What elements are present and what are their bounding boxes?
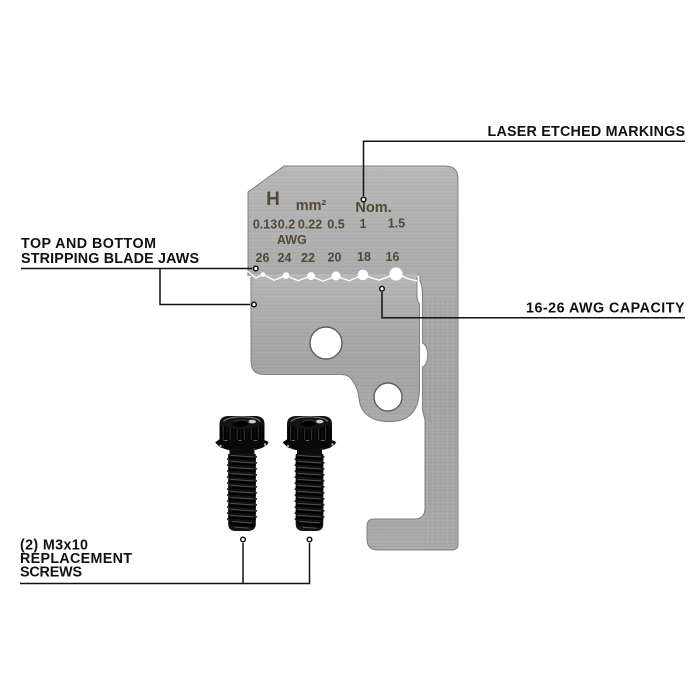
svg-text:1.5: 1.5: [388, 217, 405, 231]
svg-text:18: 18: [357, 250, 371, 264]
svg-text:TOP AND BOTTOM: TOP AND BOTTOM: [21, 236, 156, 252]
svg-text:24: 24: [278, 251, 292, 265]
svg-text:(2) M3x10: (2) M3x10: [20, 537, 88, 553]
svg-text:26: 26: [256, 251, 270, 265]
svg-text:0.5: 0.5: [327, 218, 344, 232]
svg-text:REPLACEMENT: REPLACEMENT: [20, 551, 132, 567]
svg-text:20: 20: [328, 251, 342, 265]
svg-text:1: 1: [360, 217, 367, 231]
svg-text:STRIPPING BLADE JAWS: STRIPPING BLADE JAWS: [21, 251, 199, 267]
svg-text:22: 22: [301, 251, 315, 265]
svg-text:LASER ETCHED MARKINGS: LASER ETCHED MARKINGS: [488, 124, 686, 140]
svg-text:16: 16: [386, 250, 400, 264]
svg-text:0.13: 0.13: [253, 218, 277, 232]
svg-text:16-26 AWG CAPACITY: 16-26 AWG CAPACITY: [526, 301, 685, 317]
svg-text:mm²: mm²: [296, 198, 327, 214]
svg-text:SCREWS: SCREWS: [20, 564, 82, 580]
svg-text:Nom.: Nom.: [355, 200, 391, 216]
svg-text:AWG: AWG: [277, 233, 307, 247]
svg-text:0.22: 0.22: [298, 218, 322, 232]
svg-text:0.2: 0.2: [278, 218, 295, 232]
svg-text:H: H: [266, 189, 280, 210]
